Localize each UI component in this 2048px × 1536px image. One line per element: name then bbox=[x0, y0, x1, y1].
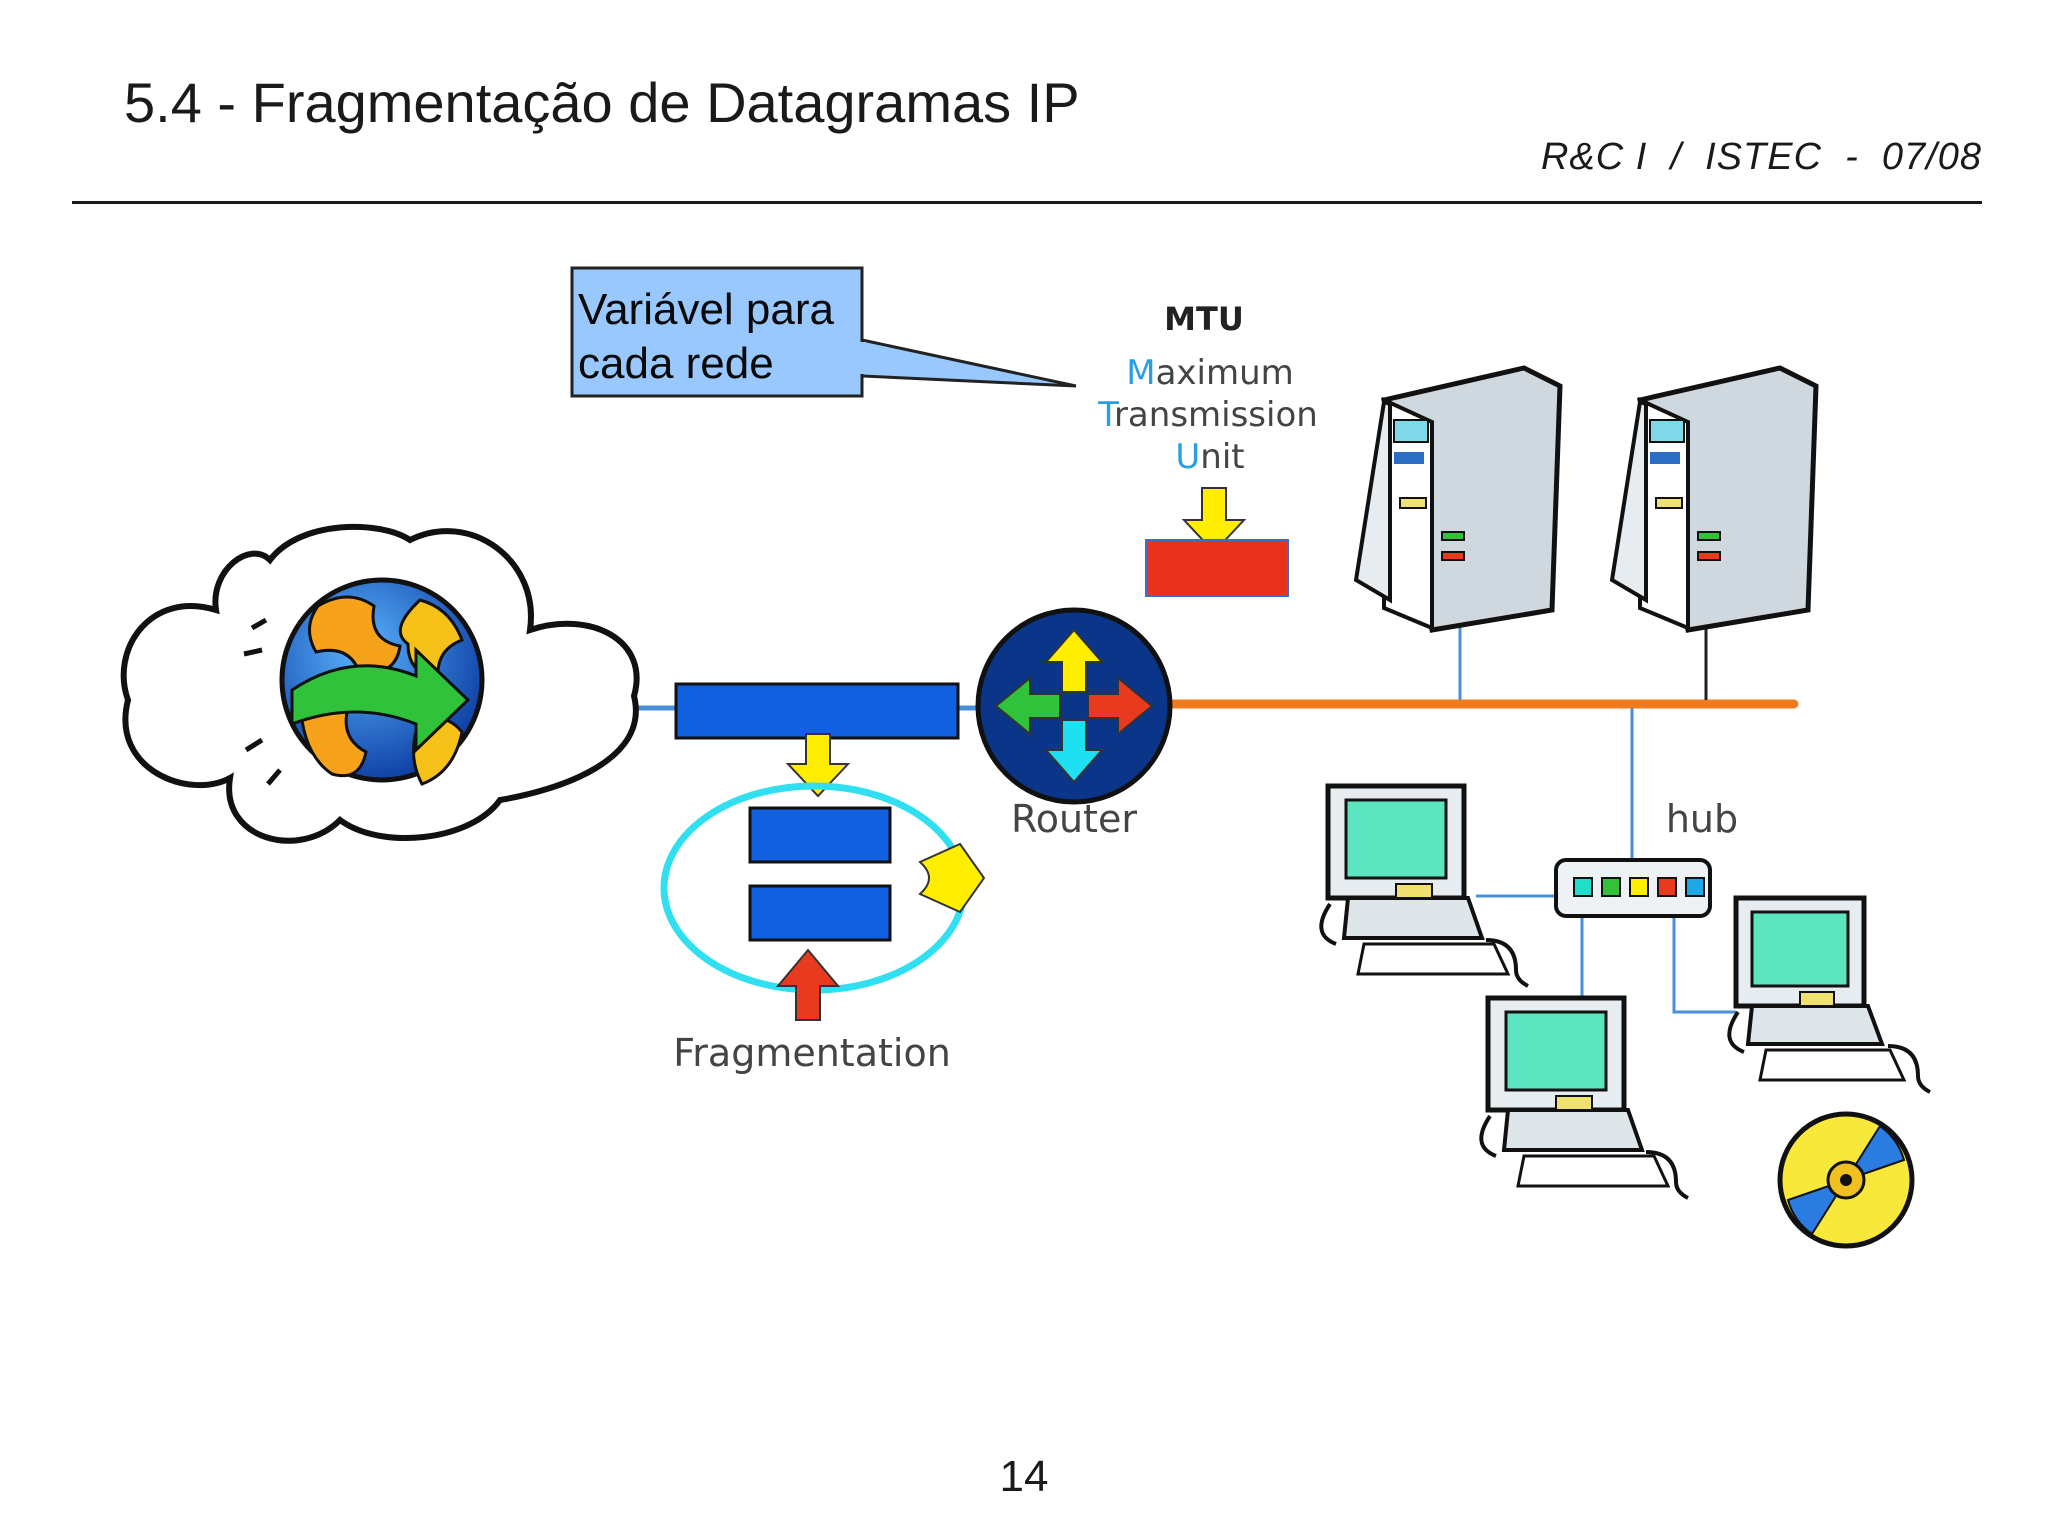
hub-link-pc3 bbox=[1672, 916, 1736, 1014]
mtu-rest-aximum: aximum bbox=[1156, 353, 1294, 393]
router-icon bbox=[975, 607, 1173, 805]
slide-title: 5.4 - Fragmentação de Datagramas IP bbox=[124, 71, 1080, 134]
server-2-icon bbox=[1609, 365, 1819, 633]
mtu-line-1: Maximum bbox=[1126, 353, 1294, 393]
course-header: R&C I / ISTEC - 07/08 bbox=[1540, 136, 1982, 178]
header-divider bbox=[72, 201, 1982, 204]
fragmentation-group: Fragmentation bbox=[660, 733, 986, 1075]
hub-label: hub bbox=[1666, 797, 1738, 841]
mtu-line-3: Unit bbox=[1175, 437, 1244, 477]
internet-cloud bbox=[120, 523, 640, 844]
workstation-2-icon bbox=[1479, 995, 1689, 1200]
mtu-line-2: Transmission bbox=[1097, 395, 1318, 435]
mtu-down-arrow-icon bbox=[1181, 487, 1247, 554]
mtu-label-group: MTU Maximum Transmission Unit bbox=[1097, 300, 1318, 477]
fragment-2 bbox=[748, 884, 892, 942]
callout-rect bbox=[570, 266, 864, 398]
mtu-rest-nit: nit bbox=[1200, 437, 1244, 477]
callout-pointer bbox=[860, 338, 1077, 388]
mtu-initial-u: U bbox=[1175, 437, 1200, 477]
fragment-1 bbox=[748, 806, 892, 864]
mtu-rest-ransmission: ransmission bbox=[1114, 395, 1318, 435]
mtu-size-block bbox=[1145, 539, 1289, 597]
workstation-1-icon bbox=[1319, 783, 1529, 988]
hub-icon bbox=[1554, 858, 1712, 918]
workstation-3-icon bbox=[1727, 895, 1931, 1094]
mtu-initial-t: T bbox=[1097, 395, 1119, 435]
fragmentation-label: Fragmentation bbox=[673, 1031, 951, 1075]
ip-datagram-block bbox=[674, 682, 960, 740]
router-label: Router bbox=[1011, 797, 1137, 841]
fragment-down-arrow-icon bbox=[785, 733, 851, 798]
callout-join bbox=[858, 342, 866, 374]
callout-line-1: Variável para bbox=[578, 285, 835, 334]
fragment-up-arrow-icon bbox=[775, 948, 841, 1021]
globe-icon bbox=[243, 577, 485, 786]
mtu-heading: MTU bbox=[1164, 300, 1244, 338]
callout-box: Variável para cada rede bbox=[570, 266, 1077, 398]
server-1-icon bbox=[1353, 365, 1563, 633]
callout-line-2: cada rede bbox=[578, 339, 774, 388]
loop-right-arrow-icon bbox=[918, 842, 986, 914]
mtu-initial-m: M bbox=[1126, 353, 1155, 393]
cd-disc-icon bbox=[1777, 1111, 1915, 1249]
